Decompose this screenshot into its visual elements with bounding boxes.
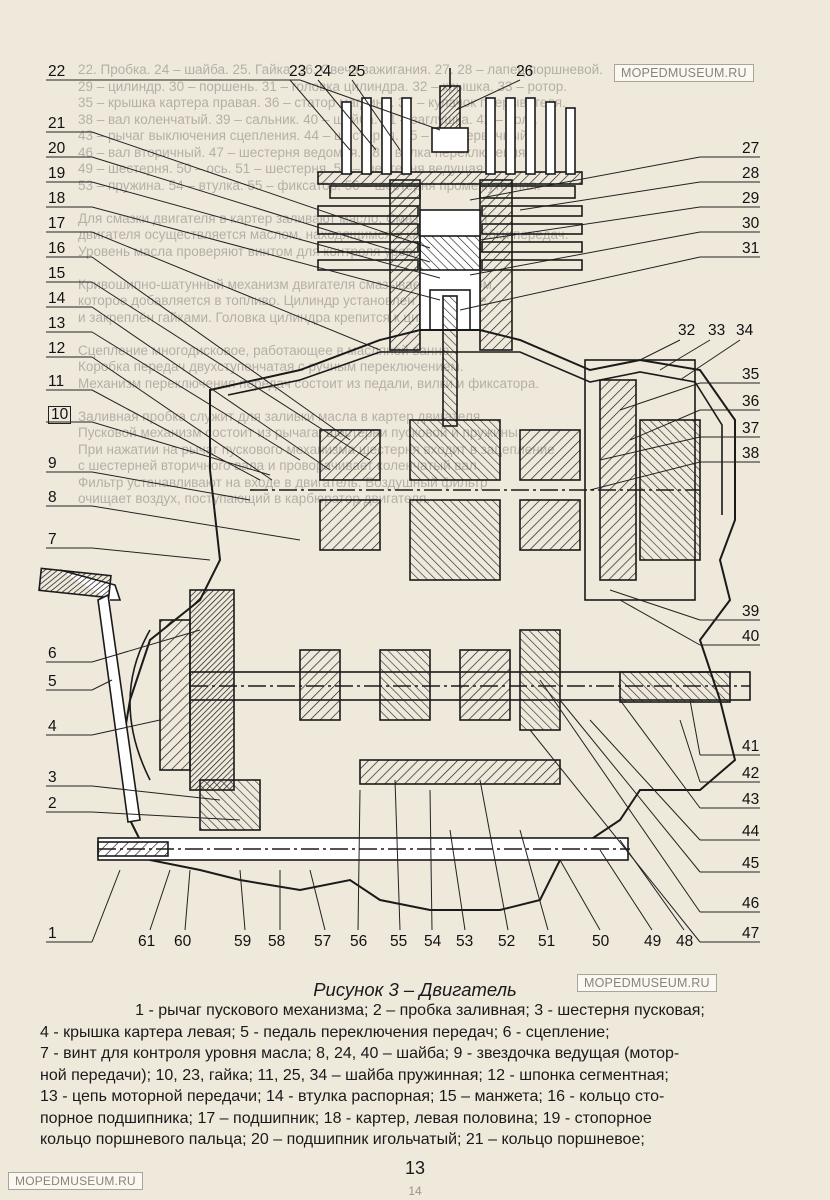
callout-number: 38 <box>742 445 760 462</box>
caption-line: 4 - крышка картера левая; 5 - педаль пер… <box>40 1023 610 1041</box>
callout-number: 17 <box>48 215 66 232</box>
callout-number: 20 <box>48 140 66 157</box>
callout-number: 14 <box>48 290 66 307</box>
callout-number: 22 <box>48 63 66 80</box>
callout-number: 40 <box>742 628 760 645</box>
background-text-line: Механизм переключения передач состоит из… <box>78 375 540 391</box>
spark-plug <box>431 68 469 153</box>
callout-number: 34 <box>736 322 754 339</box>
callout-number: 37 <box>742 420 760 437</box>
callout-number: 41 <box>742 738 760 755</box>
caption-line: 7 - винт для контроля уровня масла; 8, 2… <box>40 1045 680 1062</box>
callout-number: 42 <box>742 765 760 782</box>
callout-number: 3 <box>48 769 57 786</box>
watermark-top: MOPEDMUSEUM.RU <box>614 64 754 82</box>
callout-number: 25 <box>348 63 366 80</box>
callout-number: 10 <box>48 406 72 424</box>
callout-number: 44 <box>742 823 760 840</box>
kickstart-shaft <box>97 837 630 861</box>
callout-number: 61 <box>138 933 156 950</box>
callout-number: 53 <box>456 933 474 950</box>
callout-number: 24 <box>314 63 332 80</box>
callout-number: 58 <box>268 933 286 950</box>
callout-number: 18 <box>48 190 66 207</box>
figure-caption-legend: 1 - рычаг пускового механизма; 2 – пробк… <box>40 1000 800 1151</box>
caption-line: порное подшипника; 17 – подшипник; 18 - … <box>40 1109 652 1127</box>
watermark-middle: MOPEDMUSEUM.RU <box>577 974 717 992</box>
callout-number: 56 <box>350 933 368 950</box>
watermark-bottom: MOPEDMUSEUM.RU <box>8 1172 143 1190</box>
callout-number: 6 <box>48 645 57 662</box>
callout-number: 13 <box>48 315 66 332</box>
crankshaft-bearings <box>250 419 700 581</box>
callout-number: 5 <box>48 673 57 690</box>
callout-number: 36 <box>742 393 760 410</box>
callout-number: 48 <box>676 933 694 950</box>
kickstart-lever <box>38 567 141 823</box>
figure-caption-title: Рисунок 3 – Двигатель <box>313 979 517 1000</box>
page-number-bleed: 14 <box>408 1184 422 1198</box>
piston <box>419 209 481 331</box>
clutch-pack <box>129 589 235 791</box>
callout-number: 49 <box>644 933 662 950</box>
callout-number: 11 <box>48 373 65 390</box>
callout-number: 28 <box>742 165 760 182</box>
callout-number: 35 <box>742 366 760 383</box>
callout-number: 4 <box>48 718 57 735</box>
callout-number: 55 <box>390 933 408 950</box>
callout-number: 52 <box>498 933 516 950</box>
callout-number: 50 <box>592 933 610 950</box>
background-text-line: Коробка передач двухступенчатая с ручным… <box>78 359 464 374</box>
callout-number: 16 <box>48 240 66 257</box>
callout-number: 45 <box>742 855 760 872</box>
callout-number: 2 <box>48 795 57 812</box>
callout-number: 32 <box>678 322 696 339</box>
callout-number: 57 <box>314 933 332 950</box>
connecting-rod <box>442 295 458 427</box>
callout-number: 33 <box>708 322 726 339</box>
flywheel-magneto <box>584 359 701 601</box>
callout-number: 1 <box>48 925 57 942</box>
callout-number: 15 <box>48 265 66 282</box>
cylinder-head-fins <box>317 97 583 185</box>
callout-number: 39 <box>742 603 760 620</box>
callout-number: 7 <box>48 531 57 548</box>
callout-number: 9 <box>48 455 57 472</box>
engine-cross-section-drawing <box>38 68 760 943</box>
page-number: 13 <box>404 1158 426 1178</box>
background-text-line: 22. Пробка. 24 – шайба. 25. Гайка. 26. С… <box>78 62 603 77</box>
callout-number: 31 <box>742 240 760 257</box>
callout-number: 12 <box>48 340 66 357</box>
callout-number: 59 <box>234 933 252 950</box>
background-text-line: 35 – крышка картера правая. 36 – статор … <box>78 95 566 110</box>
leader-lines <box>46 79 760 943</box>
callout-number: 29 <box>742 190 760 207</box>
gearbox-shafts <box>189 629 751 785</box>
caption-line: ной передачи); 10, 23, гайка; 11, 25, 34… <box>40 1066 669 1084</box>
callout-number: 30 <box>742 215 760 232</box>
callout-number: 19 <box>48 165 66 182</box>
caption-line: 1 - рычаг пускового механизма; 2 – пробк… <box>135 1002 705 1019</box>
callout-number: 46 <box>742 895 760 912</box>
callout-number: 43 <box>742 791 760 808</box>
callout-number: 27 <box>742 140 760 157</box>
callout-number: 23 <box>289 63 307 80</box>
background-text-line: 29 – цилиндр. 30 – поршень. 31 – головка… <box>78 78 568 94</box>
callout-number: 26 <box>516 63 534 80</box>
caption-line: кольцо поршневого пальца; 20 – подшипник… <box>40 1131 645 1148</box>
callout-number: 47 <box>742 925 760 942</box>
callout-number: 60 <box>174 933 192 950</box>
callout-number: 8 <box>48 489 57 506</box>
oil-filler-plug <box>199 779 261 831</box>
caption-line: 13 - цепь моторной передачи; 14 - втулка… <box>40 1088 665 1105</box>
callout-number: 21 <box>48 115 66 132</box>
callout-number: 54 <box>424 933 442 950</box>
callout-number: 51 <box>538 933 556 950</box>
